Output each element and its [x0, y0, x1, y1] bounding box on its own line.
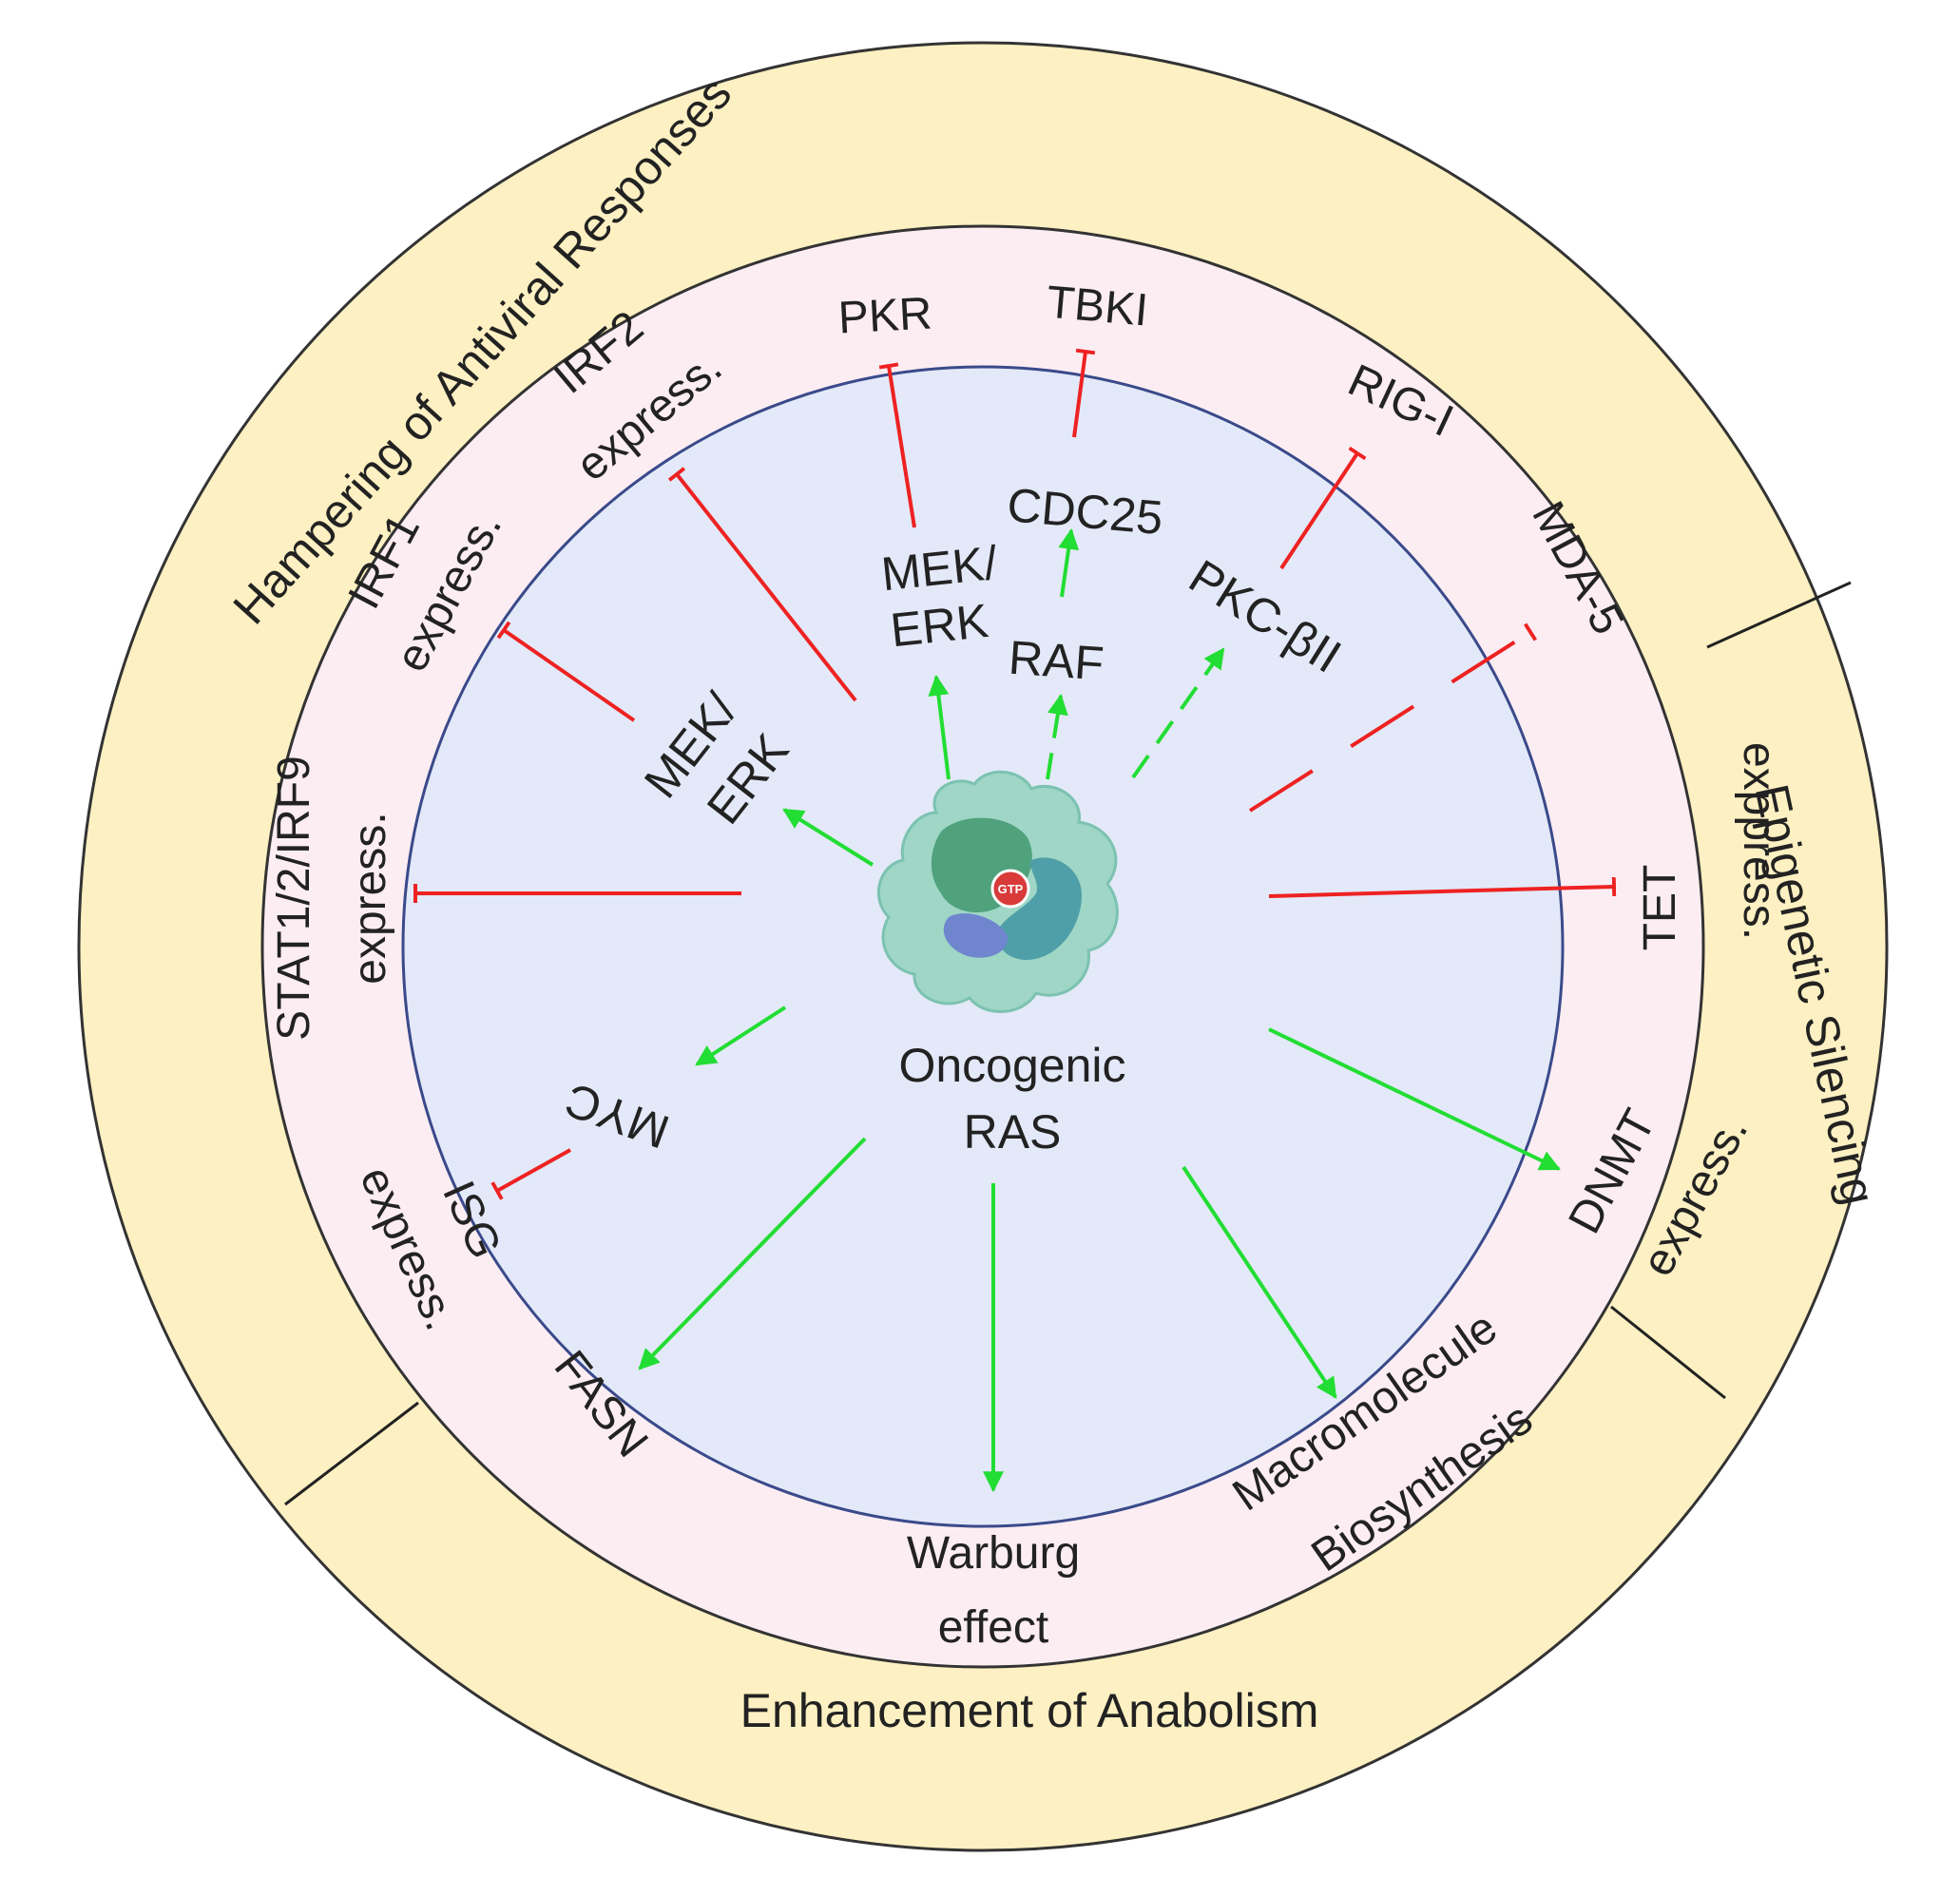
- label-effect: effect: [938, 1602, 1049, 1653]
- label-tet: TET: [1635, 865, 1685, 951]
- inhibit-isg: [490, 1148, 571, 1200]
- inhibit-irf2: [667, 467, 857, 702]
- label-ras: RAS: [964, 1105, 1062, 1159]
- activate-fasn: [638, 1137, 867, 1370]
- inhibit-tet: [1268, 876, 1617, 898]
- ras-protein-icon: GTP: [876, 770, 1119, 1013]
- gtp-badge: [990, 869, 1030, 909]
- inhibit-tbki: [1072, 348, 1096, 438]
- activate-raf: [1046, 693, 1068, 780]
- label-oncogenic: Oncogenic: [898, 1039, 1125, 1092]
- separator-anabolism-antiviral: [284, 1401, 419, 1506]
- label-gtp: GTP: [998, 882, 1024, 896]
- activate-macromolecule: [1182, 1165, 1337, 1399]
- label-mek-erk-top-1: MEK/: [879, 536, 1001, 601]
- inhibit-rig-i: [1279, 446, 1367, 570]
- label-enhancement-anabolism: Enhancement of Anabolism: [740, 1684, 1319, 1737]
- label-tet-express: exppress.: [1734, 742, 1784, 940]
- activate-mek-erk-top: [928, 674, 951, 780]
- label-mek-erk-top-2: ERK: [888, 594, 990, 657]
- activate-mek-erk-left: [782, 808, 874, 867]
- inhibit-mda5: [1248, 622, 1538, 813]
- inhibit-irf1: [496, 621, 636, 722]
- separator-antiviral-epigenetic: [1706, 581, 1852, 649]
- label-stat: STAT1/2/IRF9: [269, 756, 319, 1041]
- label-pkr: PKR: [837, 288, 933, 343]
- separator-epigenetic-anabolism: [1610, 1305, 1726, 1400]
- inhibit-pkr: [878, 362, 916, 528]
- activate-cdc25: [1058, 527, 1080, 598]
- label-stat-express: express.: [345, 812, 395, 984]
- label-warburg: Warburg: [907, 1528, 1080, 1579]
- activate-myc: [695, 1006, 787, 1066]
- activate-dnmt: [1268, 1027, 1561, 1171]
- activate-pkc: [1131, 647, 1225, 779]
- label-tbki: TBKI: [1045, 278, 1150, 336]
- label-raf: RAF: [1007, 631, 1105, 691]
